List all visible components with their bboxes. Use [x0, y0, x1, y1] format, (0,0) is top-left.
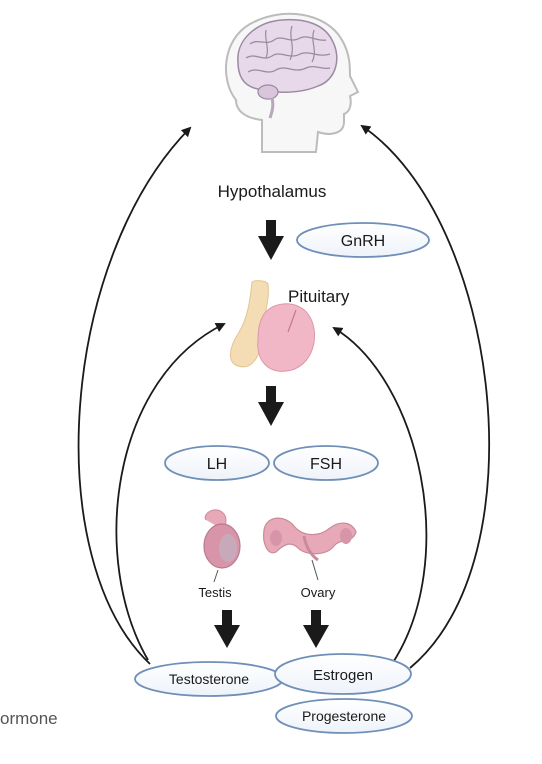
hypothalamus-label: Hypothalamus — [218, 182, 327, 201]
estrogen-label: Estrogen — [313, 667, 373, 684]
ovary-icon — [263, 517, 357, 581]
ovary-label: Ovary — [301, 585, 336, 600]
estrogen-pill: Estrogen — [274, 653, 412, 695]
arrow-testis-to-testosterone — [214, 610, 240, 648]
gnrh-label: GnRH — [341, 233, 385, 250]
feedback-arrow-testosterone-to-pituitary — [115, 323, 226, 661]
testis-label: Testis — [198, 585, 232, 600]
progesterone-pill: Progesterone — [275, 698, 413, 734]
pituitary-gland-icon — [230, 280, 316, 372]
lh-pill: LH — [164, 445, 270, 481]
head-brain-icon — [224, 12, 360, 153]
fsh-pill: FSH — [273, 445, 379, 481]
arrow-hypothalamus-to-pituitary — [258, 220, 284, 260]
feedback-arrow-estrogen-to-pituitary — [332, 326, 428, 665]
testosterone-label: Testosterone — [169, 671, 249, 687]
arrow-pituitary-to-gonadotropins — [258, 386, 284, 426]
lh-label: LH — [207, 456, 227, 473]
gnrh-pill: GnRH — [296, 222, 430, 258]
feedback-arrow-testosterone-to-hypothalamus — [77, 126, 192, 665]
cropped-caption-fragment: ormone — [0, 709, 58, 728]
pituitary-label: Pituitary — [288, 287, 350, 306]
feedback-arrow-estrogen-to-hypothalamus — [360, 124, 491, 669]
arrow-ovary-to-estrogen — [303, 610, 329, 648]
fsh-label: FSH — [310, 456, 342, 473]
testosterone-pill: Testosterone — [134, 661, 284, 697]
testis-icon — [203, 509, 241, 583]
progesterone-label: Progesterone — [302, 708, 386, 724]
